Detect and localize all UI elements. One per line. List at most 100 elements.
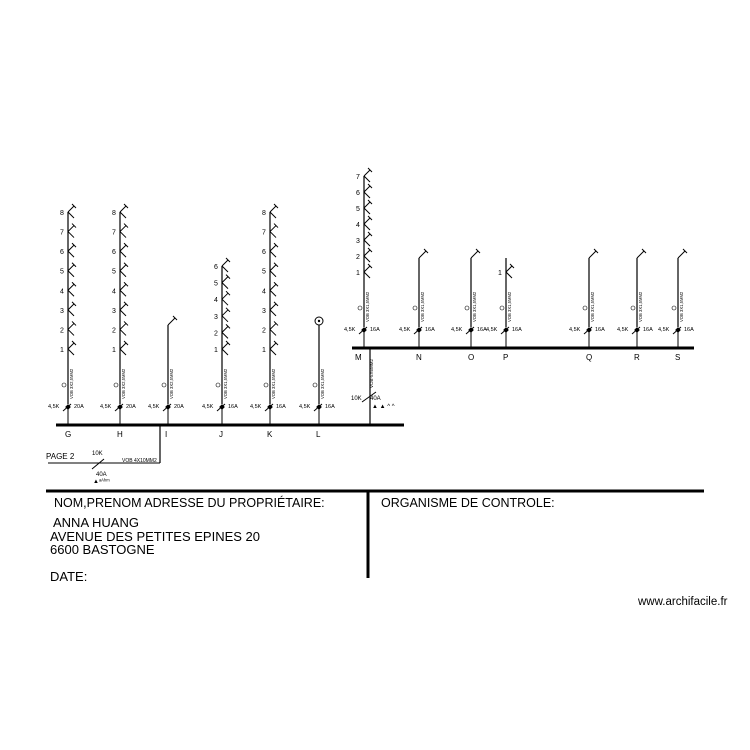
point-switch-line — [269, 303, 277, 311]
outlet-symbol — [167, 317, 176, 326]
circuit-letter: P — [503, 353, 508, 362]
point-switch-line — [119, 283, 127, 291]
point-contact-bar — [123, 242, 129, 248]
outlet-symbol-bar — [593, 248, 599, 254]
point-switch-line — [363, 265, 371, 273]
point-contact-bar — [225, 340, 231, 346]
point-switch-line-lower — [221, 298, 229, 306]
point-switch-line-lower — [363, 271, 371, 279]
point-contact-bar — [225, 324, 231, 329]
point-number: 6 — [214, 264, 218, 271]
point-switch-line-lower — [67, 270, 75, 278]
point-number: 7 — [60, 230, 64, 237]
cable-spec-label: VOB 3X1,5MM2 — [271, 368, 276, 399]
breaker-contact-mark — [316, 404, 322, 410]
cable-spec-label: VOB 3X1,5MM2 — [223, 368, 228, 399]
cable-spec-label: VOB 3X1,5MM2 — [590, 291, 595, 322]
cable-spec-label: VOB 3X1,5MM2 — [420, 291, 425, 322]
cable-tag-mark — [312, 382, 318, 388]
point-switch-line — [67, 244, 75, 252]
breaker-curve-label: 4,5K — [658, 327, 670, 333]
breaker-rating-label: 16A — [512, 327, 522, 333]
point-switch-line — [119, 264, 127, 272]
breaker-contact-mark — [65, 404, 71, 410]
circuit-letter: L — [316, 430, 321, 439]
breaker-curve-label: 4,5K — [569, 327, 581, 333]
point-contact-bar — [367, 231, 373, 237]
point-number: 2 — [112, 327, 116, 334]
point-switch-line — [119, 342, 127, 350]
breaker-curve-label: 4,5K — [148, 404, 160, 410]
point-contact-bar — [123, 321, 129, 326]
point-switch-line-lower — [119, 289, 127, 297]
point-switch-line-lower — [119, 250, 127, 258]
point-number: 7 — [112, 230, 116, 237]
point-switch-line — [221, 326, 229, 333]
point-switch-line-lower — [269, 231, 277, 238]
cable-spec-label: VOB 3X2,5MM2 — [121, 368, 126, 399]
point-switch-line-lower — [363, 207, 371, 215]
main-breaker-curve: 10K — [92, 451, 103, 457]
point-switch-line-lower — [269, 348, 277, 356]
sub-feeder-letter: M — [355, 353, 362, 362]
point-switch-line — [119, 323, 127, 330]
point-number: 5 — [262, 269, 266, 276]
outlet-symbol — [418, 250, 427, 259]
point-switch-line-lower — [67, 309, 75, 317]
point-switch-line — [119, 303, 127, 311]
point-switch-line-lower — [505, 271, 513, 279]
circuit-letter: G — [65, 430, 71, 439]
point-switch-line-lower — [221, 265, 229, 273]
breaker-rating-label: 16A — [643, 327, 653, 333]
outlet-symbol-bar — [682, 248, 688, 254]
breaker-curve-label: 4,5K — [486, 327, 498, 333]
point-contact-bar — [273, 301, 279, 307]
control-heading: ORGANISME DE CONTROLE: — [381, 496, 555, 510]
point-contact-bar — [225, 290, 231, 296]
point-switch-line — [67, 205, 75, 213]
cable-spec-label: VOB 3X1,5MM2 — [507, 291, 512, 322]
breaker-rating-label: 16A — [425, 327, 435, 333]
point-number: 5 — [356, 206, 360, 213]
outlet-symbol — [677, 250, 686, 259]
breaker-curve-label: 4,5K — [344, 327, 356, 333]
cable-spec-label: VOB 3X2,5MM2 — [169, 368, 174, 399]
circuit-letter: O — [468, 353, 474, 362]
breaker-rating-label: 16A — [325, 404, 335, 410]
point-switch-line-lower — [269, 309, 277, 317]
point-number: 6 — [60, 249, 64, 256]
point-switch-line — [67, 323, 75, 330]
point-contact-bar — [71, 223, 77, 228]
point-number: 8 — [112, 210, 116, 217]
point-switch-line-lower — [221, 315, 229, 323]
point-number: 5 — [112, 269, 116, 276]
point-number: 2 — [262, 327, 266, 334]
cable-tag-mark — [582, 305, 588, 311]
point-contact-bar — [71, 301, 77, 307]
breaker-contact-mark — [634, 327, 640, 333]
point-number: 3 — [60, 308, 64, 315]
point-number: 1 — [498, 270, 502, 277]
circuit-letter: K — [267, 430, 273, 439]
breaker-contact-mark — [468, 327, 474, 333]
circuit-letter: S — [675, 353, 680, 362]
breaker-rating-label: 20A — [126, 404, 136, 410]
point-switch-line-lower — [363, 255, 371, 263]
point-contact-bar — [225, 307, 231, 313]
point-switch-line — [119, 205, 127, 213]
outlet-symbol-bar — [172, 315, 178, 321]
owner-heading: NOM,PRENOM ADRESSE DU PROPRIÉTAIRE: — [54, 496, 325, 510]
point-number: 7 — [262, 230, 266, 237]
point-switch-line — [67, 283, 75, 291]
point-switch-line — [119, 225, 127, 232]
point-number: 4 — [214, 297, 218, 304]
point-switch-line-lower — [67, 289, 75, 297]
point-switch-line-lower — [67, 348, 75, 356]
point-number: 2 — [60, 327, 64, 334]
cable-tag-mark — [161, 382, 167, 388]
main-breaker-rating: 40A — [96, 472, 107, 478]
sub-feeder-switch — [361, 391, 377, 403]
breaker-rating-label: 16A — [228, 404, 238, 410]
